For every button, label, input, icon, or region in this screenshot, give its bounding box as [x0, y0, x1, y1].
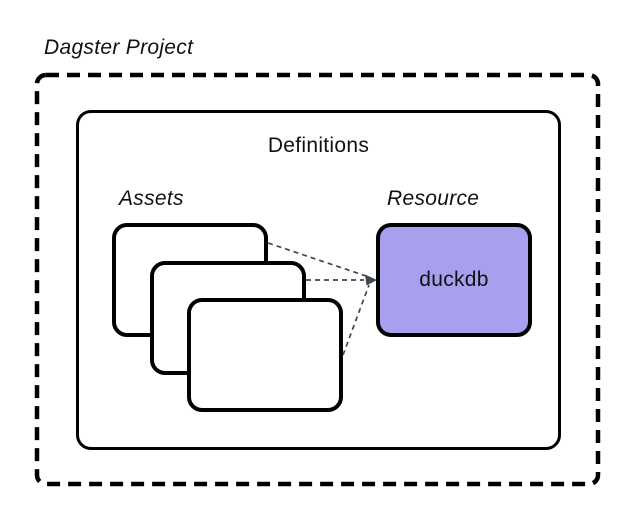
resource-label: Resource [387, 187, 480, 210]
definitions-label: Definitions [267, 134, 370, 157]
assets-label: Assets [119, 187, 184, 210]
asset-card [187, 298, 343, 412]
resource-name: duckdb [419, 268, 489, 291]
resource-box-duckdb: duckdb [376, 223, 532, 337]
project-title: Dagster Project [44, 36, 194, 59]
